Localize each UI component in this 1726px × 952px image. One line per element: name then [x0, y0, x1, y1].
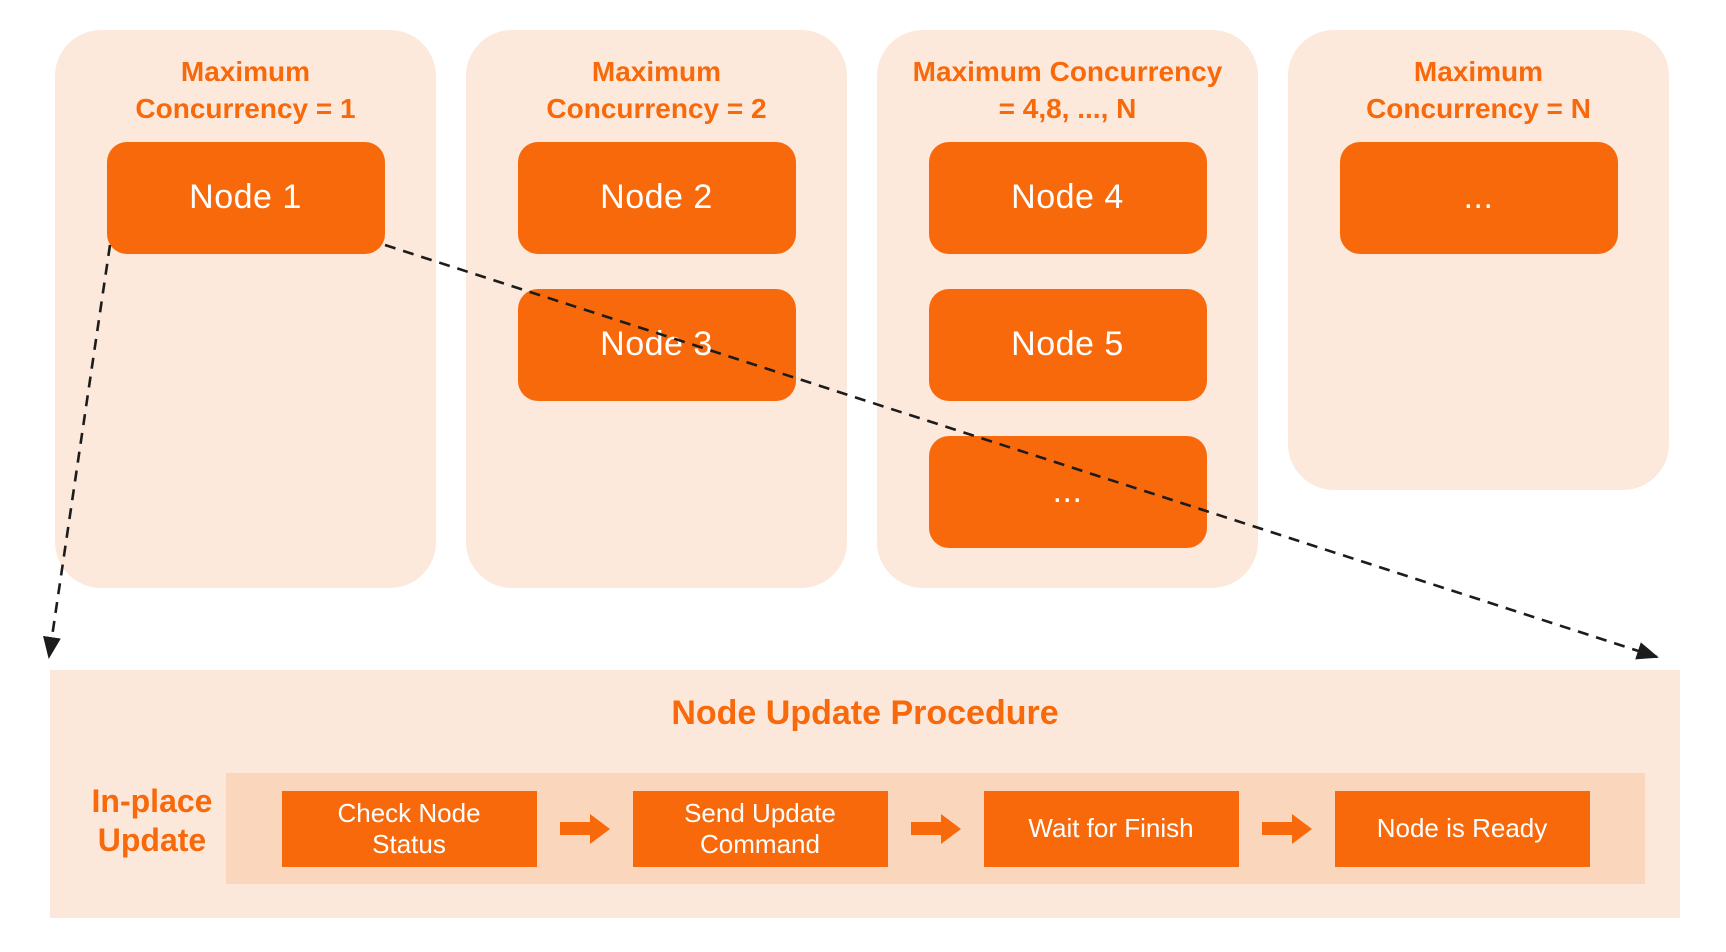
arrow-head	[589, 813, 610, 844]
node-box-node-4: Node 4	[928, 141, 1207, 254]
step-box-node-is-ready: Node is Ready	[1334, 790, 1590, 867]
node-list: Node 2 Node 3	[517, 141, 796, 401]
node-label: Node 5	[1011, 325, 1124, 364]
procedure-panel: Node Update Procedure In-place Update Ch…	[50, 670, 1680, 918]
node-box-ellipsis: ...	[928, 435, 1207, 548]
arrow-shaft	[559, 822, 590, 835]
group-card-concurrency-4-8-n: Maximum Concurrency = 4,8, ..., N Node 4…	[877, 30, 1258, 588]
node-box-ellipsis: ...	[1339, 141, 1618, 254]
node-list: ...	[1339, 141, 1618, 254]
node-box-node-3: Node 3	[517, 288, 796, 401]
step-label: Node is Ready	[1376, 813, 1548, 844]
step-label: Wait for Finish	[1028, 813, 1194, 844]
node-box-node-5: Node 5	[928, 288, 1207, 401]
group-title: Maximum Concurrency = 1	[135, 56, 356, 124]
procedure-title: Node Update Procedure	[671, 694, 1059, 732]
flow-arrow-icon	[910, 813, 961, 844]
node-label: ...	[1052, 472, 1083, 511]
step-label: Check Node Status	[337, 797, 481, 859]
step-box-send-update-command: Send Update Command	[632, 790, 888, 867]
group-card-concurrency-1: Maximum Concurrency = 1 Node 1	[55, 30, 436, 588]
group-title: Maximum Concurrency = 2	[546, 56, 767, 124]
arrow-shaft	[910, 822, 941, 835]
node-list: Node 4 Node 5 ...	[928, 141, 1207, 548]
flow-arrow-icon	[559, 813, 610, 844]
group-card-concurrency-n: Maximum Concurrency = N ...	[1288, 30, 1669, 490]
arrow-head	[1291, 813, 1312, 844]
step-box-wait-for-finish: Wait for Finish	[983, 790, 1239, 867]
step-label: Send Update Command	[684, 797, 836, 859]
node-label: Node 3	[600, 325, 713, 364]
group-title: Maximum Concurrency = 4,8, ..., N	[912, 56, 1223, 124]
step-box-check-node-status: Check Node Status	[281, 790, 537, 867]
node-label: Node 4	[1011, 178, 1124, 217]
flow-arrow-icon	[1261, 813, 1312, 844]
procedure-strip: Check Node Status Send Update Command Wa…	[226, 773, 1645, 884]
arrow-shaft	[1261, 822, 1292, 835]
node-label: Node 2	[600, 178, 713, 217]
node-list: Node 1	[106, 141, 385, 254]
node-box-node-2: Node 2	[517, 141, 796, 254]
node-label: ...	[1463, 178, 1494, 217]
group-title: Maximum Concurrency = N	[1366, 56, 1591, 124]
node-box-node-1: Node 1	[106, 141, 385, 254]
node-label: Node 1	[189, 178, 302, 217]
arrow-head	[940, 813, 961, 844]
inplace-update-label: In-place Update	[91, 783, 213, 859]
concurrency-groups-row: Maximum Concurrency = 1 Node 1 Maximum C…	[55, 30, 1669, 588]
group-card-concurrency-2: Maximum Concurrency = 2 Node 2 Node 3	[466, 30, 847, 588]
